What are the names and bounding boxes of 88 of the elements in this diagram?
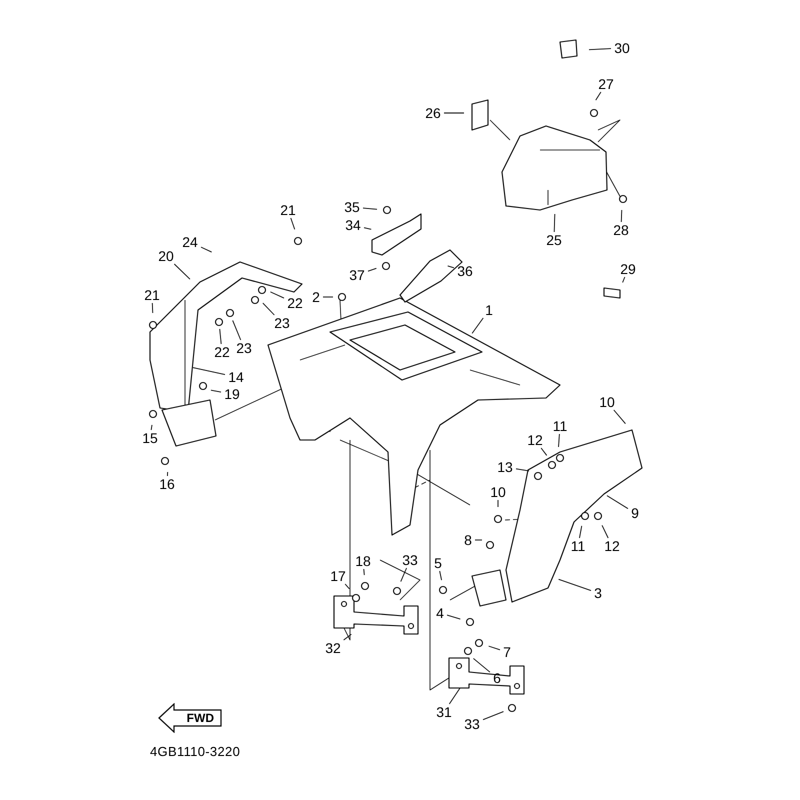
callout-number: 34 xyxy=(345,218,361,232)
leader-line xyxy=(606,495,628,510)
callout-number: 6 xyxy=(493,671,501,685)
callout-number: 3 xyxy=(594,586,602,600)
leader-line xyxy=(174,264,190,280)
callout-number: 19 xyxy=(224,387,240,401)
leader-line xyxy=(588,48,612,50)
callout-number: 11 xyxy=(552,419,568,433)
callout-number: 36 xyxy=(457,264,473,278)
leader-line xyxy=(447,266,454,268)
callout-number: 21 xyxy=(280,203,296,217)
leader-line xyxy=(270,291,284,298)
callout-number: 11 xyxy=(570,539,586,553)
leader-line xyxy=(362,208,378,210)
callout-number: 10 xyxy=(490,485,506,499)
callout-number: 13 xyxy=(497,460,513,474)
callout-number: 28 xyxy=(613,223,629,237)
leader-line xyxy=(446,614,461,620)
callout-number: 31 xyxy=(436,705,452,719)
callout-number: 35 xyxy=(344,200,360,214)
callout-number: 29 xyxy=(620,262,636,276)
callout-number: 37 xyxy=(349,268,365,282)
callout-number: 9 xyxy=(631,506,639,520)
callout-number: 2 xyxy=(312,290,320,304)
callout-number: 24 xyxy=(182,235,198,249)
callout-number: 12 xyxy=(527,433,543,447)
leader-line xyxy=(613,410,626,424)
callout-number: 17 xyxy=(330,569,346,583)
leader-line xyxy=(344,584,350,590)
leader-line xyxy=(439,570,442,581)
callout-number: 23 xyxy=(274,316,290,330)
callout-number: 14 xyxy=(228,370,244,384)
callout-number: 30 xyxy=(614,41,630,55)
leader-line xyxy=(595,92,602,101)
leader-line xyxy=(472,318,484,334)
leader-line xyxy=(558,578,592,592)
leader-line xyxy=(488,646,500,650)
leader-line xyxy=(368,268,377,272)
callout-number: 15 xyxy=(142,431,158,445)
callout-number: 5 xyxy=(434,556,442,570)
callout-number: 16 xyxy=(159,477,175,491)
callout-number: 18 xyxy=(355,554,371,568)
leader-line xyxy=(540,448,548,456)
leader-line xyxy=(448,687,461,704)
leader-line xyxy=(558,434,560,448)
leader-line xyxy=(322,296,334,298)
callout-number: 1 xyxy=(485,303,493,317)
callout-number: 22 xyxy=(214,345,230,359)
leader-line xyxy=(290,218,296,230)
leader-line xyxy=(620,210,622,222)
callout-number: 21 xyxy=(144,288,160,302)
callout-number: 4 xyxy=(436,606,444,620)
part-number-code: 4GB1110-3220 xyxy=(150,745,240,758)
callout-number: 33 xyxy=(464,717,480,731)
leader-line xyxy=(150,424,152,430)
callout-number: 10 xyxy=(599,395,615,409)
callout-number: 12 xyxy=(604,539,620,553)
leader-line xyxy=(400,568,408,582)
leader-line xyxy=(579,525,582,538)
leader-line xyxy=(343,634,352,640)
leader-line xyxy=(444,112,464,114)
leader-line xyxy=(219,328,222,344)
callout-number: 22 xyxy=(287,296,303,310)
callout-number: 25 xyxy=(546,233,562,247)
callout-number: 23 xyxy=(236,341,252,355)
leader-line xyxy=(472,658,490,673)
leader-line xyxy=(602,524,609,538)
leader-line xyxy=(622,276,626,283)
leader-line xyxy=(152,302,154,314)
leader-line xyxy=(482,711,504,720)
callout-number: 20 xyxy=(158,249,174,263)
leader-line xyxy=(363,568,365,576)
leader-line xyxy=(166,472,168,476)
callout-number: 33 xyxy=(402,553,418,567)
leader-line xyxy=(516,468,530,472)
callout-number: 7 xyxy=(503,645,511,659)
leader-line xyxy=(210,390,222,392)
callout-number: 27 xyxy=(598,77,614,91)
direction-arrow: FWD xyxy=(158,703,222,733)
leader-line xyxy=(262,302,275,316)
callout-number: 26 xyxy=(425,106,441,120)
leader-line xyxy=(200,246,212,252)
callout-number: 8 xyxy=(464,533,472,547)
callout-number: 32 xyxy=(325,641,341,655)
leader-line xyxy=(192,367,226,376)
leader-line xyxy=(554,214,556,232)
leader-line xyxy=(232,320,242,340)
leader-line xyxy=(364,227,372,230)
